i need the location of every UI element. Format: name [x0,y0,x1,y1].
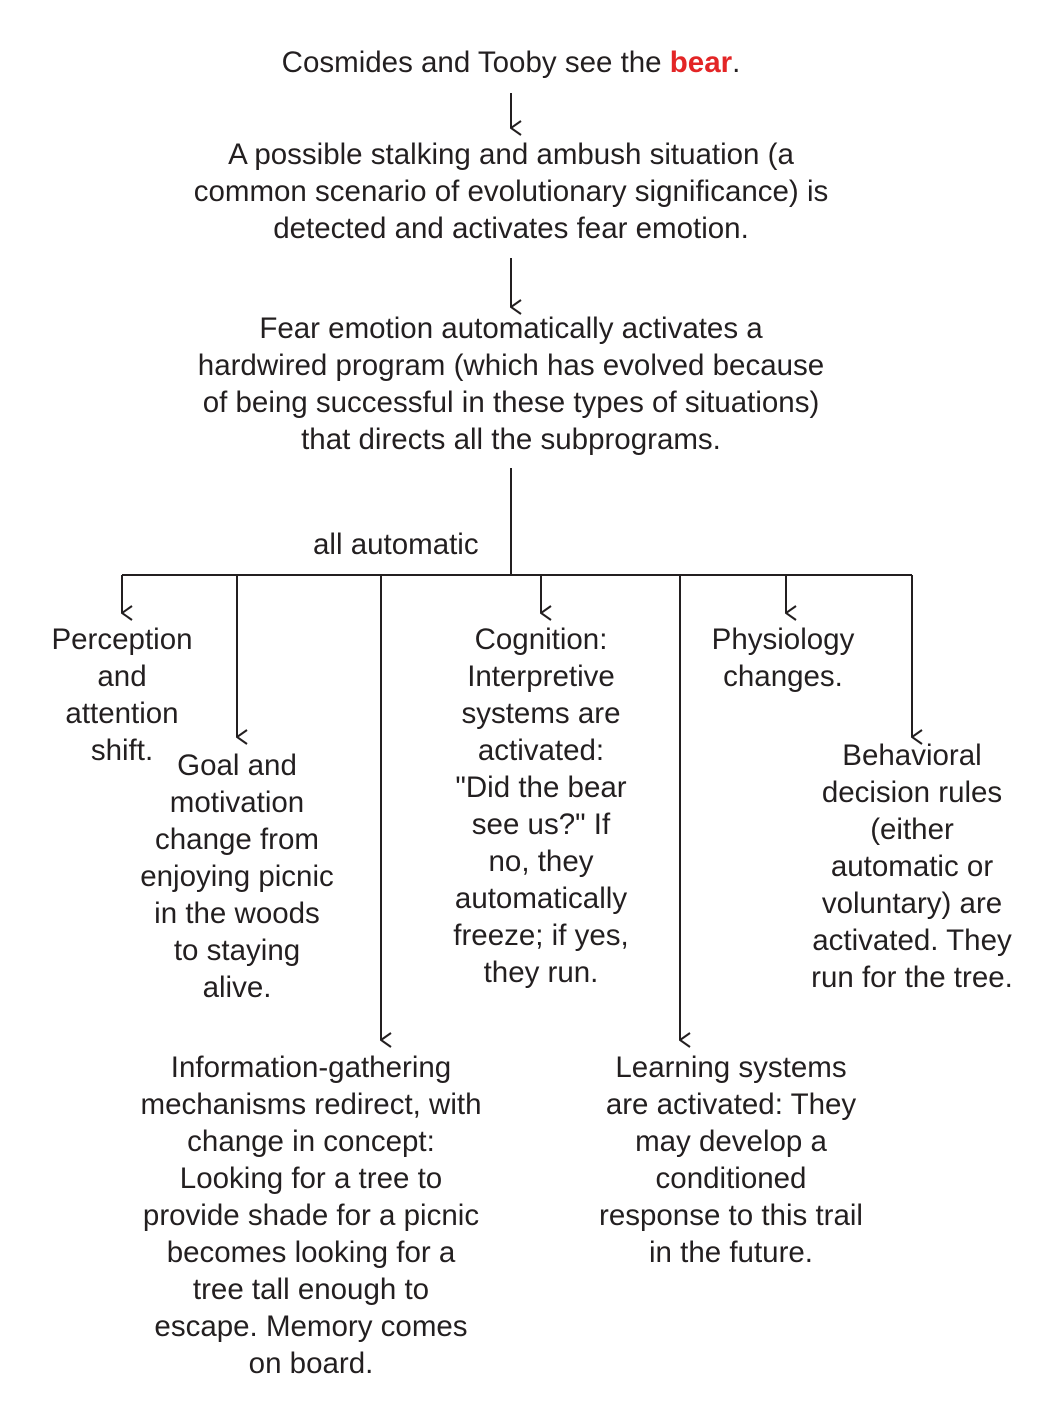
behavioral-line: activated. They [812,924,1012,957]
behavioral-line: automatic or [830,850,994,883]
step2-line: common scenario of evolutionary signific… [193,175,829,208]
learning-line: Learning systems [615,1051,847,1084]
step3-line: of being successful in these types of si… [202,386,820,419]
step3-line: that directs all the subprograms. [301,423,721,456]
goal-line: alive. [202,971,272,1004]
bear-highlight: bear [669,46,733,79]
learning-line: response to this trail [599,1199,863,1232]
goal-line: to staying [173,934,301,967]
information-line: escape. Memory comes [154,1310,468,1343]
behavioral-line: Behavioral [842,739,982,772]
cognition-line: Cognition: [474,623,608,656]
goal-line: enjoying picnic [140,860,334,893]
goal-line: motivation [169,786,305,819]
behavioral-line: voluntary) are [821,887,1003,920]
cognition-line: no, they [488,845,594,878]
learning-line: may develop a [635,1125,827,1158]
cognition-line: Interpretive [467,660,615,693]
information-line: provide shade for a picnic [142,1199,480,1232]
information-line: change in concept: [187,1125,435,1158]
branch-label: all automatic [313,528,479,561]
cognition-line: systems are [461,697,621,730]
information-node: Information-gathering mechanisms redirec… [136,1049,486,1382]
cognition-node: Cognition: Interpretive systems are acti… [431,621,651,991]
step3-node: Fear emotion automatically activates a h… [0,310,1022,458]
goal-line: in the woods [154,897,320,930]
step2-line: detected and activates fear emotion. [273,212,749,245]
behavioral-line: run for the tree. [811,961,1013,994]
cognition-line: automatically [454,882,628,915]
learning-line: in the future. [649,1236,813,1269]
behavioral-line: (either [870,813,954,846]
physiology-node: Physiology changes. [683,621,883,695]
title-text: Cosmides and Tooby see the bear. [0,44,1022,81]
step2-node: A possible stalking and ambush situation… [0,136,1022,247]
physiology-line: changes. [723,660,843,693]
cognition-line: activated: [477,734,605,767]
perception-node: Perception and attention shift. [22,621,222,769]
cognition-line: freeze; if yes, [453,919,629,952]
information-line: becomes looking for a [166,1236,456,1269]
information-line: tree tall enough to [192,1273,430,1306]
title-prefix: Cosmides and Tooby see the [281,46,670,79]
behavioral-node: Behavioral decision rules (either automa… [792,737,1032,996]
cognition-line: they run. [483,956,599,989]
physiology-line: Physiology [711,623,855,656]
information-line: Looking for a tree to [179,1162,443,1195]
information-line: on board. [248,1347,374,1380]
perception-line: and [97,660,147,693]
step2-line: A possible stalking and ambush situation… [228,138,794,171]
step3-line: Fear emotion automatically activates a [259,312,763,345]
title-node: Cosmides and Tooby see the bear. [0,44,1022,81]
goal-line: Goal and [177,749,297,782]
perception-line: attention [65,697,179,730]
information-line: mechanisms redirect, with [140,1088,482,1121]
behavioral-line: decision rules [821,776,1003,809]
title-suffix: . [732,46,741,79]
information-line: Information-gathering [170,1051,452,1084]
learning-node: Learning systems are activated: They may… [571,1049,891,1271]
step3-line: hardwired program (which has evolved bec… [197,349,825,382]
goal-line: change from [155,823,319,856]
cognition-line: see us?" If [471,808,611,841]
cognition-line: "Did the bear [455,771,627,804]
perception-line: Perception [51,623,193,656]
learning-line: are activated: They [605,1088,857,1121]
goal-node: Goal and motivation change from enjoying… [127,747,347,1006]
learning-line: conditioned [655,1162,807,1195]
perception-line: shift. [90,734,154,767]
